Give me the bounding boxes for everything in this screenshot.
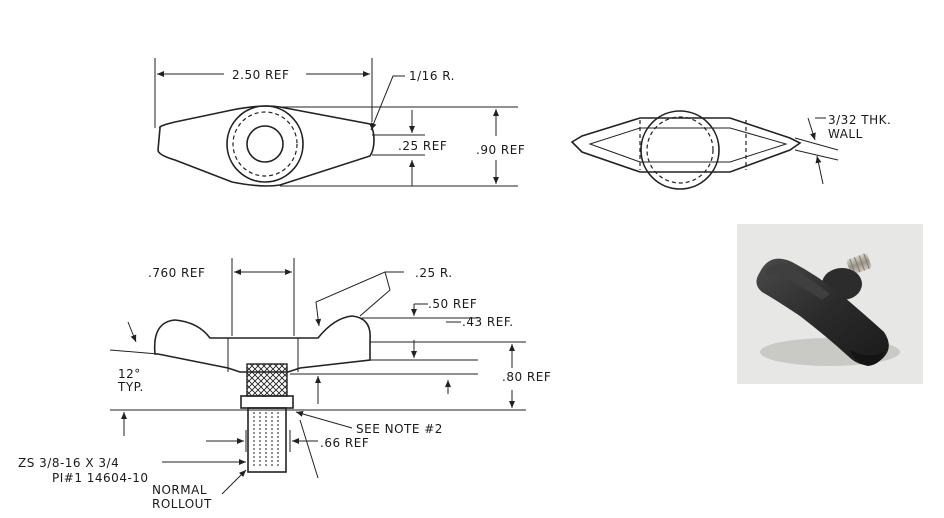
photo-wing bbox=[756, 258, 889, 365]
top-view-hub-label: .25 REF bbox=[398, 139, 447, 153]
top-view-radius-leader bbox=[370, 75, 405, 131]
section-view-inner bbox=[588, 127, 788, 163]
side-view: .760 REF .25 R. .50 REF .43 REF. .80 REF… bbox=[18, 258, 551, 511]
side-view-rollout-label-1: NORMAL bbox=[152, 483, 207, 497]
side-view-note-label: SEE NOTE #2 bbox=[356, 422, 443, 436]
section-view-hub bbox=[640, 110, 720, 190]
side-view-threads bbox=[253, 412, 279, 468]
side-view-knurl bbox=[246, 363, 288, 397]
section-view-wall-label-1: 3/32 THK. bbox=[828, 113, 891, 127]
side-view-gap-label: .760 REF bbox=[148, 266, 205, 280]
side-view-tip-label: .43 REF. bbox=[462, 315, 514, 329]
side-view-thread-label-2: PI#1 14604-10 bbox=[52, 471, 149, 485]
side-view-stud-label: .66 REF bbox=[320, 436, 369, 450]
side-view-angle-label-1: 12° bbox=[118, 367, 141, 381]
side-view-radius-label: .25 R. bbox=[415, 266, 453, 280]
section-view-wall-dimension bbox=[807, 117, 816, 141]
section-view-wall-label-2: WALL bbox=[828, 127, 863, 141]
section-view-hub-dashed bbox=[646, 116, 714, 184]
side-view-total-height-label: .80 REF bbox=[502, 370, 551, 384]
side-view-body bbox=[153, 315, 371, 373]
top-view-outline bbox=[157, 105, 375, 187]
top-view-width-label: 2.50 REF bbox=[232, 68, 289, 82]
side-view-radius-leader bbox=[315, 271, 404, 327]
top-view-hub-outer bbox=[226, 105, 304, 183]
side-view-note-leader bbox=[295, 411, 353, 429]
section-view: 3/32 THK. WALL bbox=[570, 110, 891, 190]
side-view-rollout-label-2: ROLLOUT bbox=[152, 497, 212, 511]
side-view-collar bbox=[240, 395, 294, 409]
side-view-angle-label-2: TYP. bbox=[117, 380, 144, 394]
side-view-thread-label-1: ZS 3/8-16 X 3/4 bbox=[18, 456, 119, 470]
side-view-angle-dimension bbox=[127, 321, 137, 343]
top-view-radius-label: 1/16 R. bbox=[409, 69, 455, 83]
product-photo bbox=[737, 224, 923, 384]
top-view-height-label: .90 REF bbox=[476, 143, 525, 157]
top-view-hub-dashed bbox=[232, 111, 298, 177]
side-view-stud bbox=[247, 407, 287, 473]
side-view-wing-label: .50 REF bbox=[428, 297, 477, 311]
top-view-hub-inner bbox=[246, 125, 284, 163]
section-view-outer bbox=[570, 117, 802, 173]
side-view-rollout-leader bbox=[221, 469, 247, 495]
top-view: 2.50 REF 1/16 R. .25 REF .90 REF bbox=[154, 58, 525, 187]
